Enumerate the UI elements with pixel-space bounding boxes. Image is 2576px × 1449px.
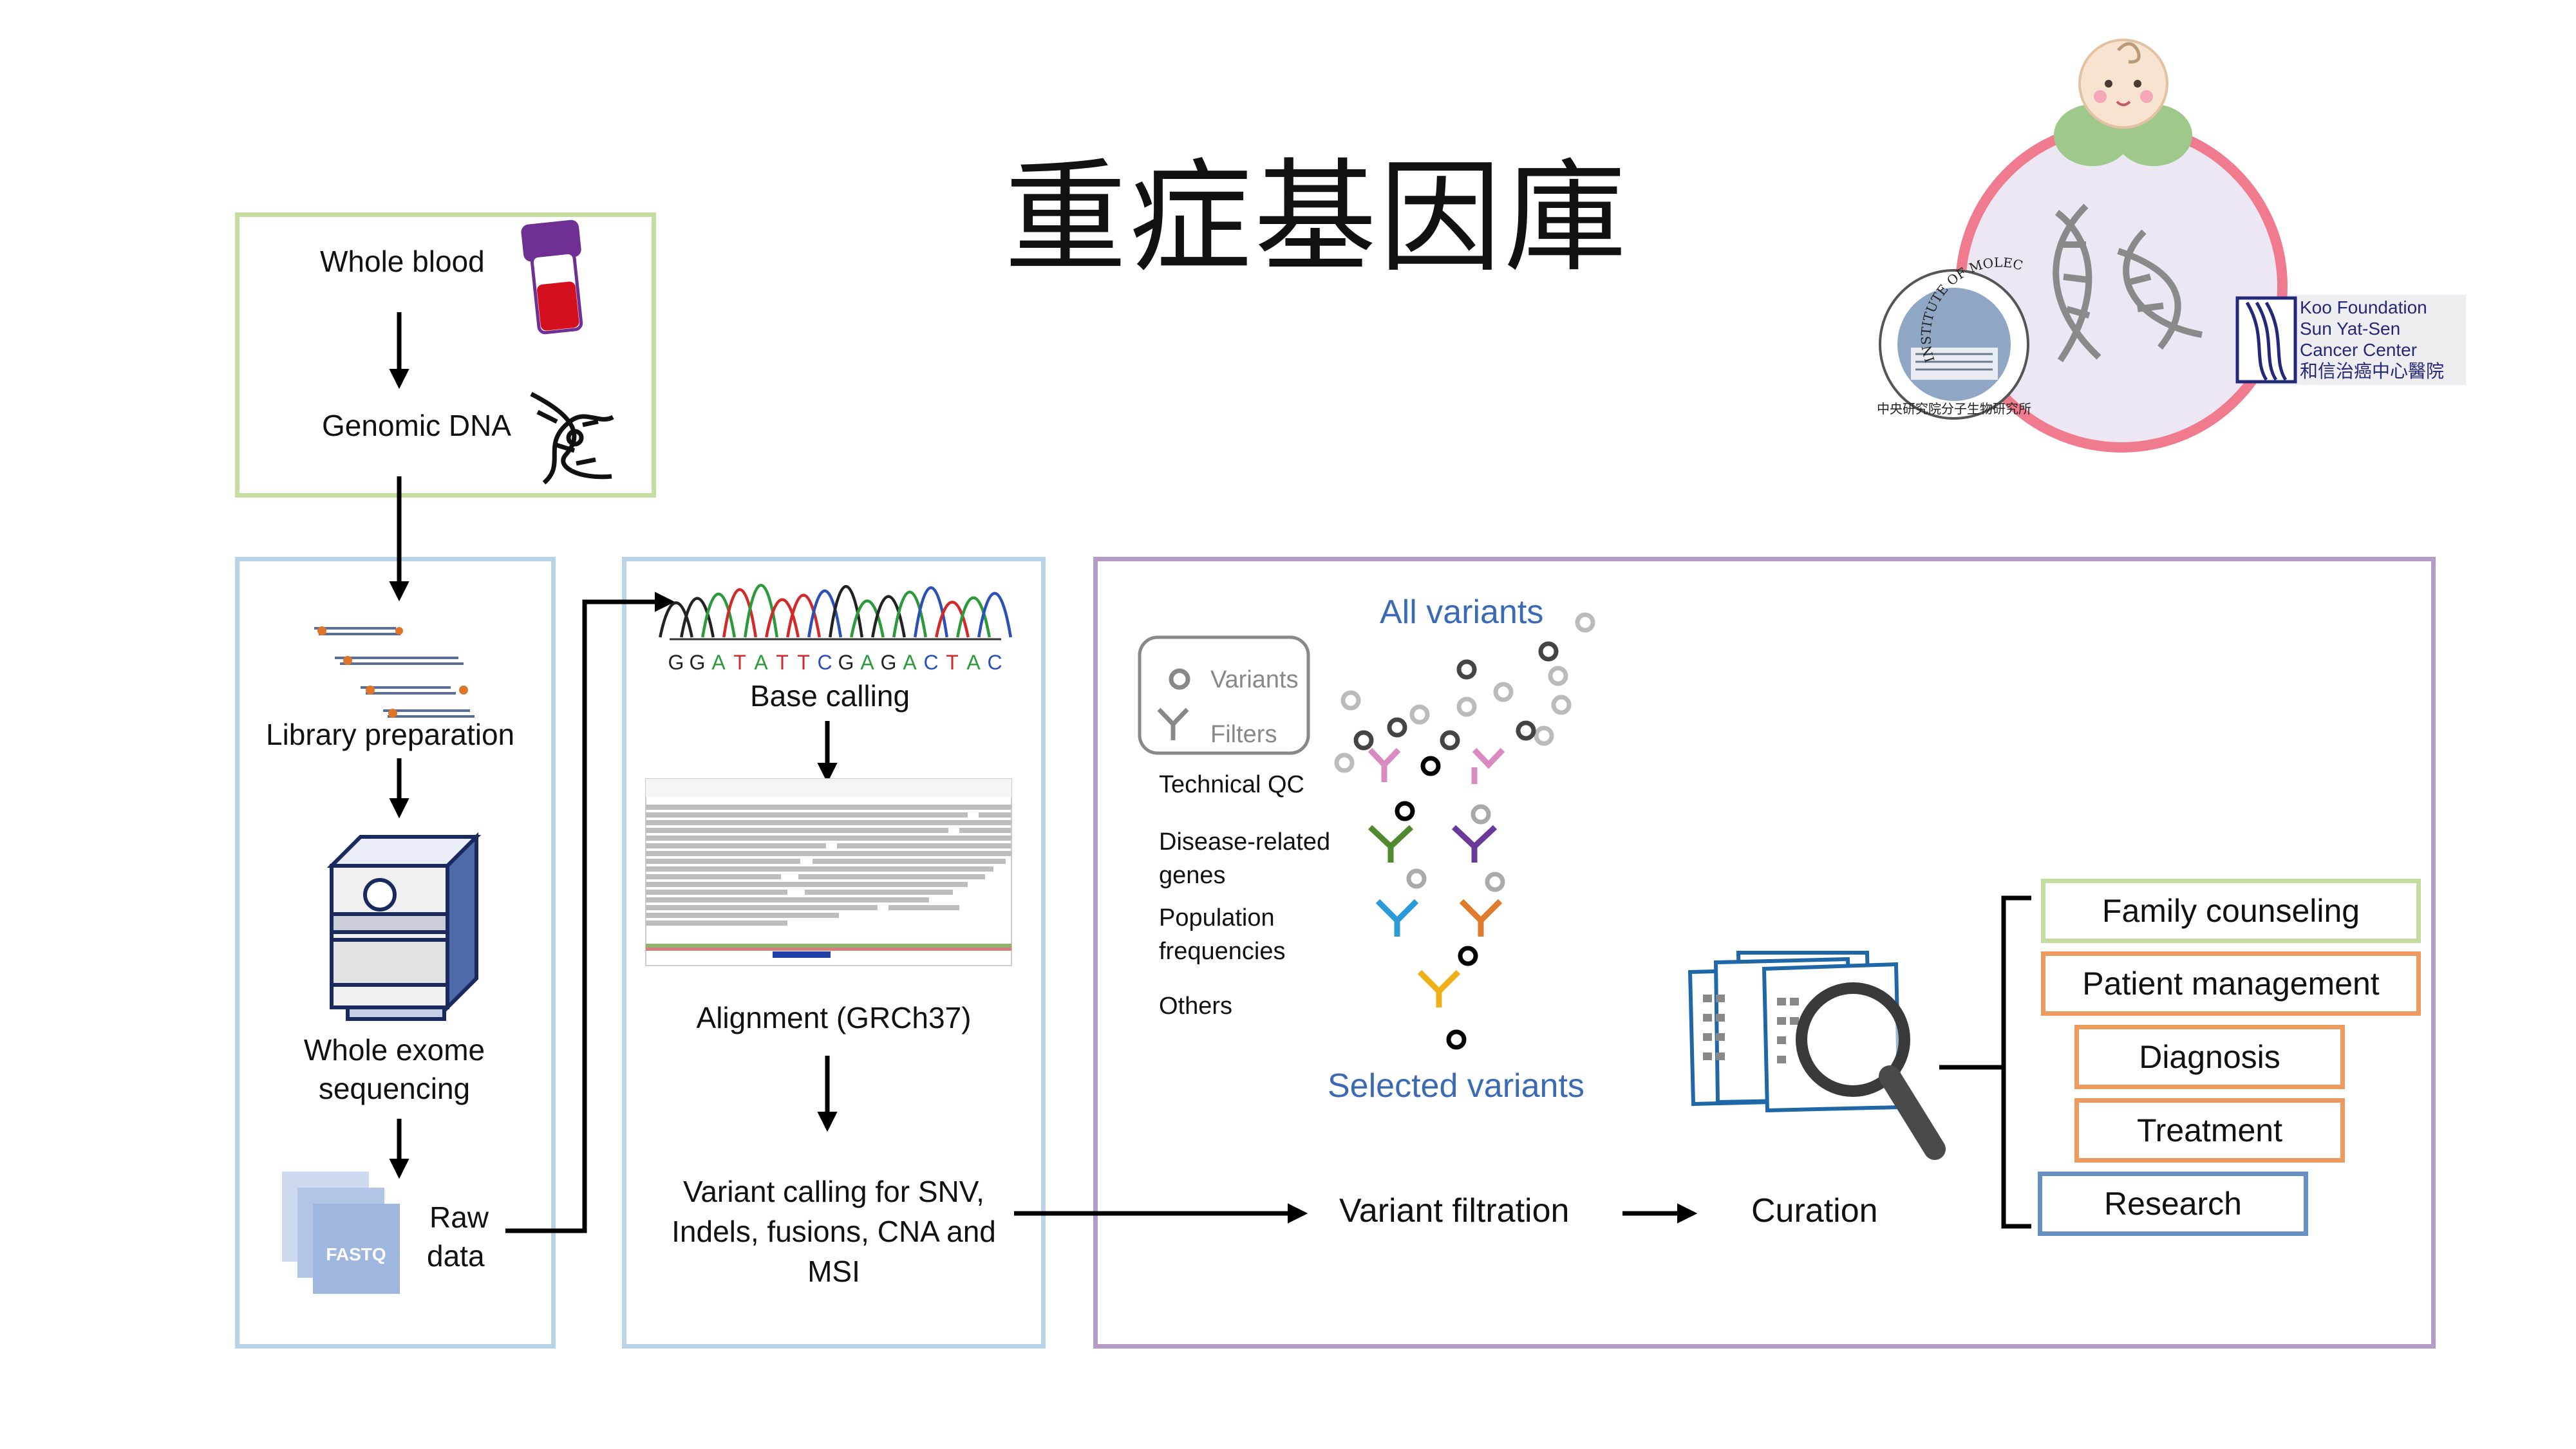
outcome-treatment: Treatment — [2074, 1098, 2345, 1163]
library-preparation-label: Library preparation — [266, 718, 515, 751]
biobank-logo: INSTITUTE OF MOLECULAR BIOLOGY 中央研究院分子生物… — [0, 0, 2297, 453]
all-variants-label: All variants — [1380, 594, 1544, 631]
library-box — [235, 557, 556, 1349]
sequence-letter: A — [966, 651, 981, 674]
sequencer-icon — [326, 832, 482, 1021]
dna-icon — [530, 391, 614, 485]
whole-blood-label: Whole blood — [320, 245, 485, 278]
chromatogram-peak — [871, 595, 906, 638]
curation-label: Curation — [1751, 1192, 1878, 1229]
baby-icon — [2054, 39, 2192, 166]
data-label: data — [427, 1239, 485, 1273]
filter-label-1-line2: genes — [1159, 862, 1226, 889]
page-title: 重症基因庫 — [1004, 147, 1630, 289]
arrow-raw-to-base-calling — [505, 592, 675, 1233]
chromatogram-peak — [765, 598, 800, 638]
filtration-box — [1093, 557, 2436, 1349]
filter-icons — [1368, 747, 1505, 1007]
variant-calling-line1: Variant calling for SNV, — [683, 1175, 984, 1208]
filter-label-2-line2: frequencies — [1159, 938, 1286, 965]
genomic-dna-label: Genomic DNA — [322, 409, 511, 442]
legend-variants-label: Variants — [1210, 666, 1299, 693]
flow-arrows — [389, 312, 2031, 1233]
chromatogram-peak — [680, 597, 715, 638]
blood-tube-icon — [521, 220, 583, 335]
selected-variants-label: Selected variants — [1328, 1067, 1584, 1105]
koo-foundation-icon — [2235, 296, 2297, 384]
sequence-letter: A — [711, 651, 726, 674]
chromatogram-peak — [659, 601, 693, 638]
koo-line4: 和信治癌中心醫院 — [2300, 361, 2445, 381]
variant-calling-line3: MSI — [807, 1255, 860, 1288]
library-fragments-icon — [314, 626, 475, 718]
legend-variant-icon — [1169, 668, 1190, 690]
variant-circles — [1334, 612, 1595, 1050]
outcome-diagnosis: Diagnosis — [2074, 1025, 2345, 1089]
sequence-letter: G — [881, 651, 897, 674]
fastq-label: FASTQ — [326, 1244, 386, 1264]
processing-box — [622, 557, 1046, 1349]
sequence-letter: T — [946, 651, 959, 674]
legend-filters-label: Filters — [1210, 721, 1277, 748]
chromatogram-peak — [722, 588, 757, 638]
sequence-letter: C — [987, 651, 1002, 674]
imb-seal-icon: INSTITUTE OF MOLECULAR BIOLOGY 中央研究院分子生物… — [0, 0, 2031, 420]
sequence-letter: G — [838, 651, 854, 674]
chromatogram-icon — [659, 583, 1012, 640]
chromatogram-peak — [977, 592, 1012, 638]
chromatogram-peak — [786, 594, 821, 638]
alignment-viewer-image — [645, 778, 1012, 966]
sequence-letter: A — [754, 651, 768, 674]
chromatogram-peaks — [659, 583, 1012, 638]
koo-line1: Koo Foundation — [2300, 297, 2427, 317]
variant-filtration-label: Variant filtration — [1339, 1192, 1570, 1229]
imb-bottom-text: 中央研究院分子生物研究所 — [1877, 401, 2031, 416]
sequence-letter: A — [903, 651, 917, 674]
sequence-letter: C — [923, 651, 938, 674]
chromatogram-peak — [935, 601, 970, 638]
sequence-letter: G — [668, 651, 684, 674]
koo-line3: Cancer Center — [2300, 340, 2418, 360]
legend-filter-icon — [1157, 707, 1189, 740]
filter-label-0-line1: Technical QC — [1159, 771, 1304, 798]
chromatogram-peak — [701, 592, 736, 638]
variants-legend — [1138, 635, 1310, 755]
base-calling-label: Base calling — [750, 679, 910, 713]
svg-text:INSTITUTE OF MOLECULAR BIOLOGY: INSTITUTE OF MOLECULAR BIOLOGY — [0, 0, 2024, 364]
imb-arc-text: INSTITUTE OF MOLECULAR BIOLOGY — [0, 0, 2024, 364]
sequence-letter: T — [797, 651, 810, 674]
whole-exome-line1: Whole exome — [303, 1033, 485, 1067]
fastq-files-icon: FASTQ — [282, 1172, 400, 1294]
filter-label-1-line1: Disease-related — [1159, 828, 1331, 855]
sequence-letter: G — [690, 651, 706, 674]
chromatogram-peak — [892, 590, 927, 638]
filter-label-3-line1: Others — [1159, 993, 1233, 1020]
whole-exome-line2: sequencing — [318, 1072, 471, 1105]
raw-label: Raw — [429, 1201, 489, 1234]
dna-helix-icon — [2053, 203, 2203, 362]
magnifier-icon — [1796, 982, 1946, 1160]
alignment-label: Alignment (GRCh37) — [696, 1001, 972, 1034]
outcome-family-counseling: Family counseling — [2041, 879, 2421, 943]
outcomes-bracket — [2001, 895, 2031, 1229]
outcome-research: Research — [2038, 1172, 2308, 1236]
koo-line2: Sun Yat-Sen — [2300, 319, 2401, 339]
filter-label-2-line1: Population — [1159, 904, 1275, 931]
sequence-letter: T — [776, 651, 789, 674]
variant-calling-line2: Indels, fusions, CNA and — [672, 1215, 996, 1248]
chromatogram-peak — [956, 596, 991, 638]
chromatogram-peak — [850, 599, 885, 638]
sample-box — [235, 212, 656, 498]
outcome-patient-management: Patient management — [2041, 951, 2421, 1016]
sequence-letter: T — [733, 651, 746, 674]
sequence-letter: A — [860, 651, 874, 674]
chromatogram-peak — [807, 589, 842, 638]
sequence-letter: C — [817, 651, 832, 674]
